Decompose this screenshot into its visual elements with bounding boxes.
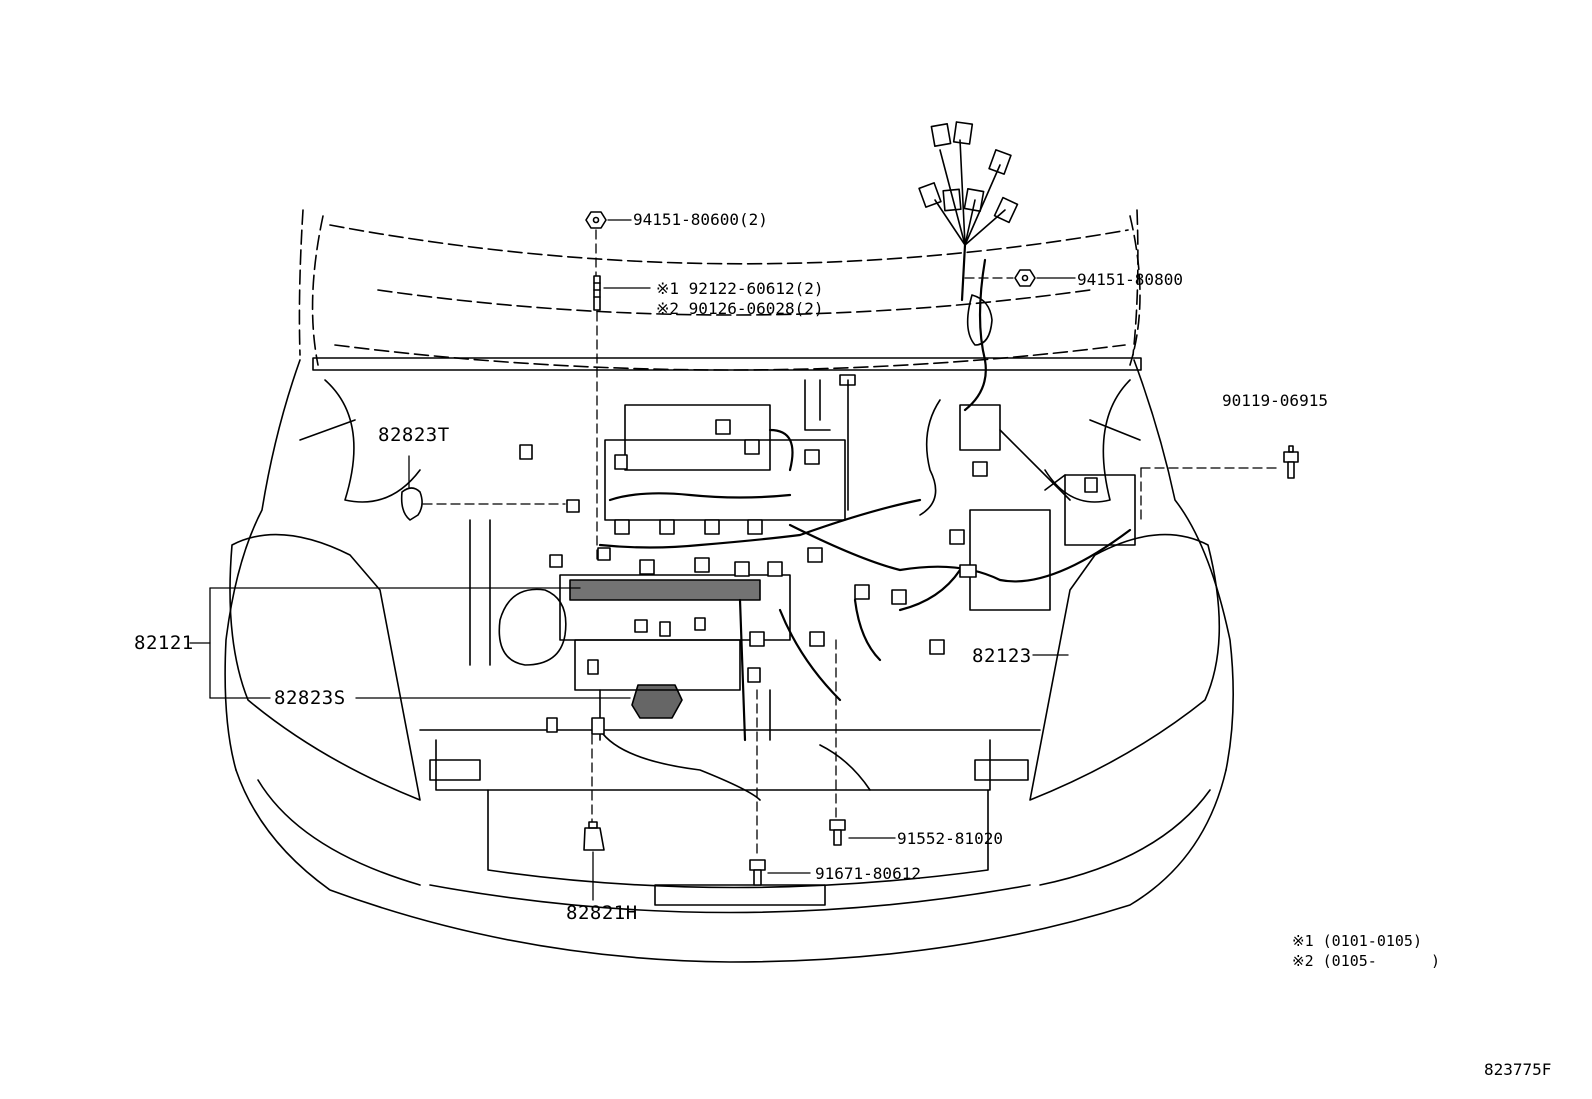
dashed-leaders <box>422 229 1282 859</box>
clip-82821H-icon <box>583 821 605 851</box>
label-stud-2: ※2 90126-06028(2) <box>656 299 824 318</box>
label-82121: 82121 <box>134 632 194 654</box>
body-outline <box>224 359 1234 963</box>
label-82821H: 82821H <box>566 902 638 924</box>
bolt-91671-icon <box>749 859 766 886</box>
nut-94151-80800-icon <box>1014 269 1036 287</box>
footnote-2: ※2 (0105- ) <box>1292 952 1441 970</box>
hood-seal <box>312 357 1142 371</box>
footnote-1: ※1 (0101-0105) <box>1292 932 1422 950</box>
bolt-91552-icon <box>829 819 846 846</box>
leader-lines <box>189 219 1076 901</box>
clamp-82823S-icon <box>631 684 683 719</box>
label-stud-1: ※1 92122-60612(2) <box>656 279 824 298</box>
clip-82823T-icon <box>400 487 423 521</box>
label-82823T: 82823T <box>378 424 450 446</box>
label-94151-80800: 94151-80800 <box>1077 270 1183 289</box>
label-82123: 82123 <box>972 645 1032 667</box>
connector-pigtails <box>918 121 1019 346</box>
label-90119-06915: 90119-06915 <box>1222 391 1328 410</box>
label-91552-81020: 91552-81020 <box>897 829 1003 848</box>
diagram-id: 823775F <box>1484 1060 1552 1079</box>
stud-icon <box>593 275 601 311</box>
nut-94151-80600-icon <box>585 211 607 229</box>
engine-connectors <box>519 419 1098 735</box>
wire-harness <box>598 243 1132 742</box>
headlamps <box>229 533 1221 801</box>
strut-towers <box>299 379 1141 503</box>
front-panel <box>419 729 1041 906</box>
label-91671-80612: 91671-80612 <box>815 864 921 883</box>
label-82823S: 82823S <box>274 687 346 709</box>
bolt-90119-icon <box>1283 445 1299 479</box>
label-94151-80600: 94151-80600(2) <box>633 210 768 229</box>
